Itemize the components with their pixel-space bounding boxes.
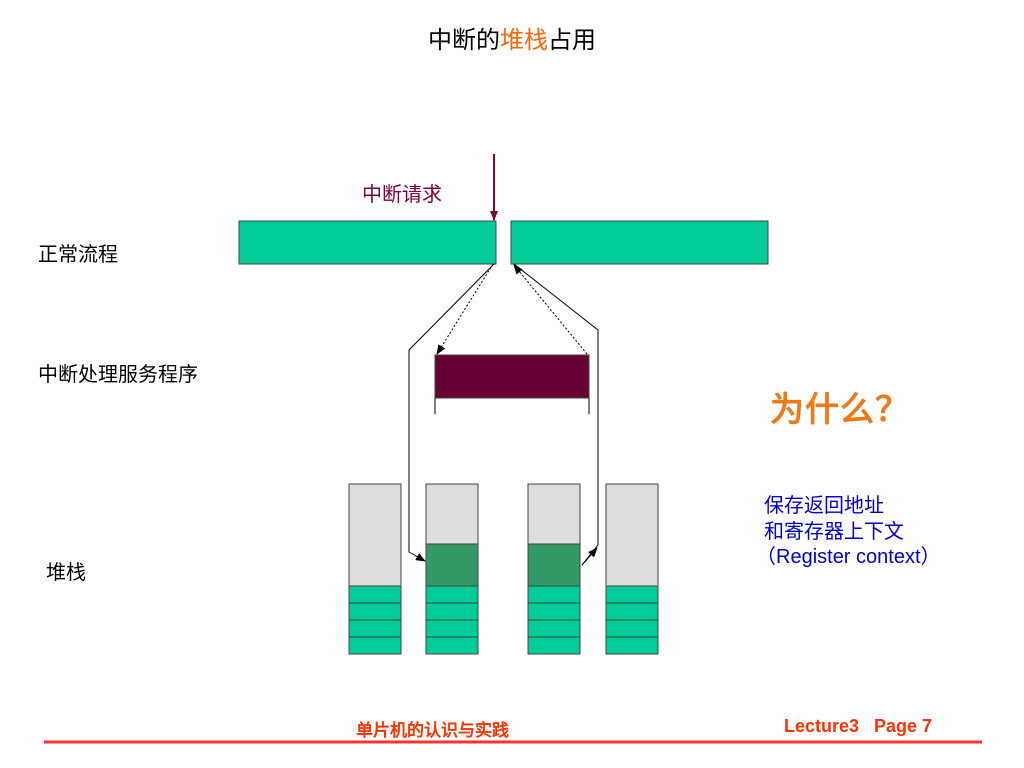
stack-after-pop [605,483,659,655]
footer-page-number: Lecture3 Page 7 [784,716,933,736]
dotted-arrow-icon [436,263,494,355]
stack-before [348,483,402,655]
note-line-1: 保存返回地址 [764,493,884,517]
stack-before-pop [527,483,581,655]
title-prefix: 中断的 [428,26,500,54]
stack-after-push [425,483,479,655]
solid-arrow-icon [581,547,598,566]
solid-arrow-icon [408,263,495,562]
title-suffix: 占用 [548,26,596,54]
stack-label: 堆栈 [46,560,86,584]
footer-course-title: 单片机的认识与实践 [356,721,509,741]
dotted-arrow-icon [513,264,588,355]
interrupt-request-label: 中断请求 [362,182,442,206]
why-question: 为什么？ [770,390,910,430]
note-line-2: 和寄存器上下文 [764,519,904,543]
slide-title: 中断的堆栈占用 [0,20,1024,55]
title-highlight: 堆栈 [500,26,548,54]
isr-bar [434,354,590,399]
note-block: 保存返回地址 和寄存器上下文 （Register context） [756,492,941,570]
isr-label: 中断处理服务程序 [38,362,198,386]
normal-flow-bar-left [238,220,497,265]
note-line-3: （Register context） [756,546,941,568]
normal-flow-label: 正常流程 [38,242,118,266]
normal-flow-bar-right [510,220,769,265]
